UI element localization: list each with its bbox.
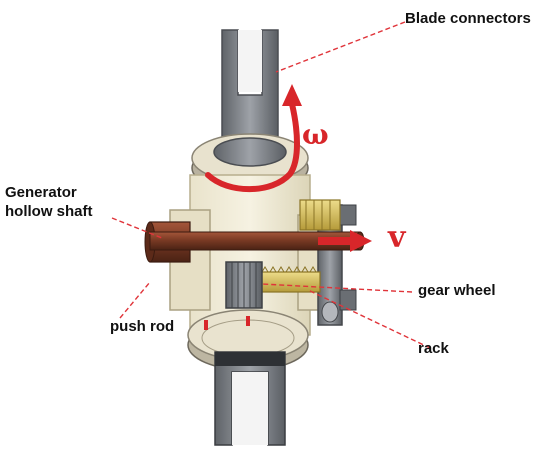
label-generator-line1: Generator — [5, 184, 77, 201]
lower-rotating-disc — [187, 309, 309, 371]
leader-blade-connectors — [275, 21, 406, 73]
upper-blade-connector — [221, 29, 279, 149]
rotation-arrow — [205, 84, 302, 193]
velocity-arrow — [318, 230, 372, 252]
label-gear-wheel: gear wheel — [418, 282, 496, 299]
leader-gear-wheel — [261, 283, 413, 293]
velocity-symbol: v — [388, 220, 406, 255]
leader-generator-shaft — [111, 217, 163, 239]
label-blade-connectors: Blade connectors — [405, 10, 531, 27]
label-push-rod: push rod — [110, 318, 175, 335]
omega-symbol: ω — [302, 118, 329, 151]
label-rack: rack — [418, 340, 449, 357]
gear-wheel — [225, 261, 263, 309]
upper-gear-block — [299, 199, 341, 231]
lower-blade-connector — [214, 351, 286, 446]
leader-lines — [111, 21, 431, 349]
leader-push-rod — [119, 281, 151, 319]
leader-rack — [307, 289, 431, 349]
label-generator-line2: hollow shaft — [5, 203, 93, 220]
